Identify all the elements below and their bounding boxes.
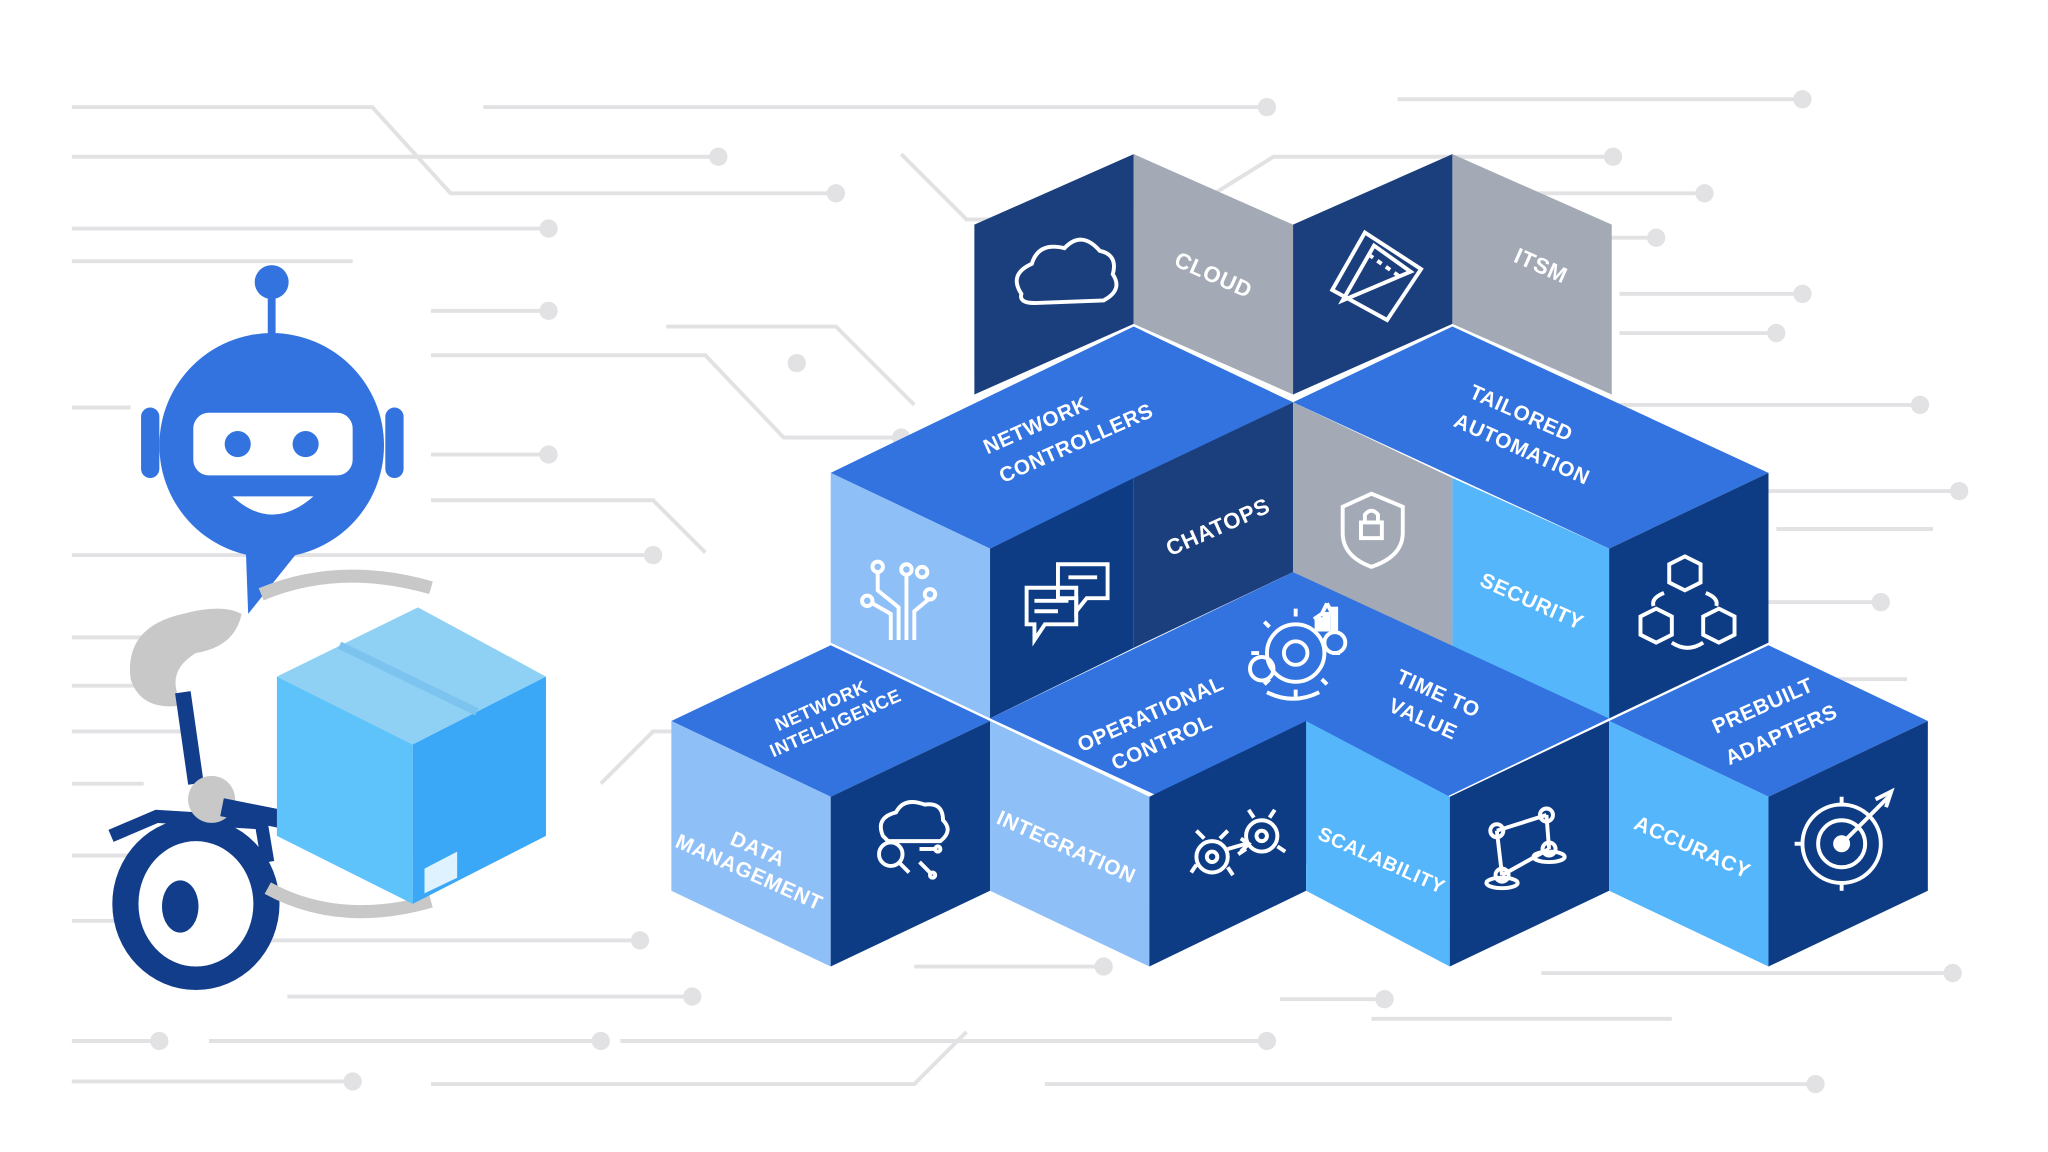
circuit-lines-background xyxy=(71,97,1960,1087)
gears-arrows-icon xyxy=(1189,808,1287,877)
cube-accuracy: PREBUILT ADAPTERS ACCURACY xyxy=(1609,645,1928,967)
cloud-brain-icon xyxy=(877,800,950,880)
circuit-tree-icon xyxy=(860,559,938,640)
cube-scalability: TIME TO VALUE SCALABILITY xyxy=(1306,665,1610,967)
package-icon xyxy=(276,607,546,904)
connected-cubes-icon xyxy=(1638,554,1737,650)
network-graph-icon xyxy=(1484,806,1567,891)
gear-cycle-icon xyxy=(1247,602,1348,701)
cube-operational-control xyxy=(990,572,1610,865)
target-icon xyxy=(1794,787,1895,891)
cube-security: TAILORED AUTOMATION SECURITY xyxy=(1293,326,1769,719)
cube-cloud: CLOUD xyxy=(974,154,1294,395)
tickets-icon xyxy=(1329,229,1424,323)
cube-chatops: NETWORK CONTROLLERS CHATOPS xyxy=(830,326,1294,719)
shield-lock-icon xyxy=(1340,491,1405,569)
cloud-icon xyxy=(1014,237,1119,305)
robot-icon xyxy=(108,265,546,991)
cube-pyramid: CLOUD ITSM xyxy=(671,154,1928,967)
circuit-node-dots xyxy=(150,90,1969,1094)
cube-itsm: ITSM xyxy=(1293,154,1612,395)
cube-integration: INTEGRATION xyxy=(990,720,1307,967)
chat-bubbles-icon xyxy=(1024,562,1110,647)
cube-data-management: NETWORK INTELLIGENCE DATA MANAGEMENT xyxy=(671,645,991,967)
